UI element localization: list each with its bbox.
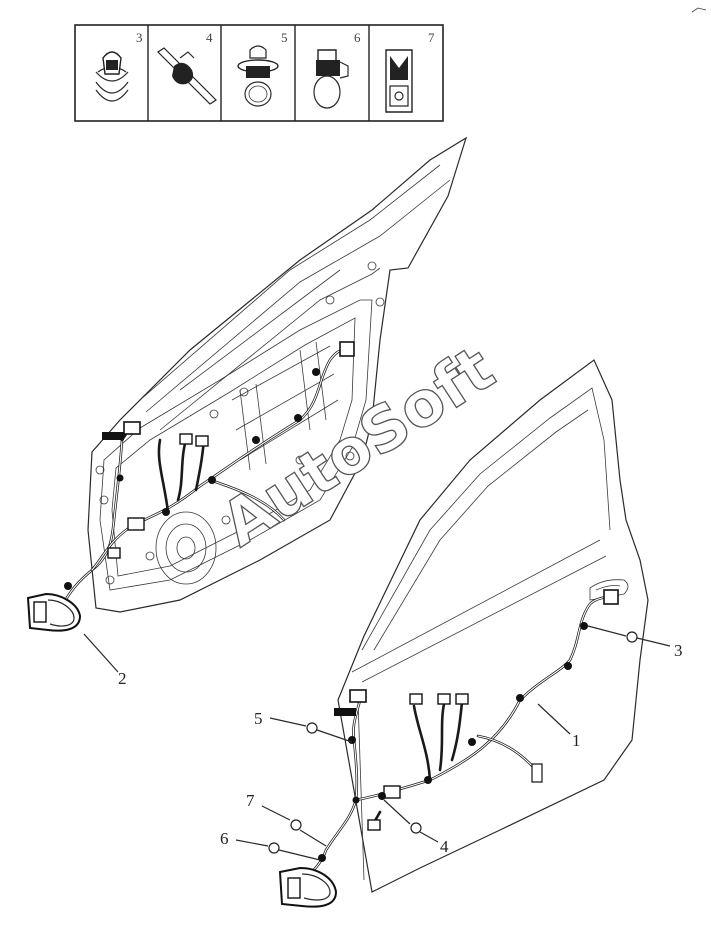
callout-label-7: 7 [246,791,255,810]
corner-mark [691,7,707,13]
callout-label-6: 6 [220,829,229,848]
autosoft-watermark: AutoSoft [208,331,506,560]
clip-legend-table: 3 4 5 [74,24,444,122]
legend-number-4: 4 [206,30,213,45]
upper-door-panel [87,136,468,613]
legend-cell-3: 3 [95,30,143,102]
lower-door-panel [337,359,649,893]
legend-number-7: 7 [428,30,435,45]
push-pin-band-clip-icon [237,45,279,107]
callout-label-5: 5 [254,709,263,728]
callout-4: 4 [383,799,449,856]
callout-label-1: 1 [572,731,581,750]
callout-5: 5 [254,709,353,743]
legend-number-5: 5 [281,30,288,45]
callout-7: 7 [246,791,327,847]
callout-label-4: 4 [440,837,449,856]
hose-clamp-clip-icon [95,51,129,102]
callout-1: 1 [537,703,581,750]
legend-cell-6: 6 [313,30,361,109]
edge-clip-icon [385,49,413,113]
band-clip-with-holder-icon [313,49,349,109]
upper-door-harness [26,341,355,632]
callout-6: 6 [220,829,321,861]
legend-cell-7: 7 [385,30,435,113]
lower-door-harness [278,589,619,908]
legend-number-6: 6 [354,30,361,45]
legend-cell-5: 5 [237,30,288,107]
callout-label-2: 2 [118,669,127,688]
legend-cell-4: 4 [157,30,217,105]
callout-3: 3 [587,625,683,660]
callout-2: 2 [83,633,127,688]
legend-number-3: 3 [136,30,143,45]
door-grommet-upper [26,592,82,632]
tie-strap-clip-icon [157,47,217,105]
door-grommet-lower [278,866,338,908]
callout-label-3: 3 [674,641,683,660]
